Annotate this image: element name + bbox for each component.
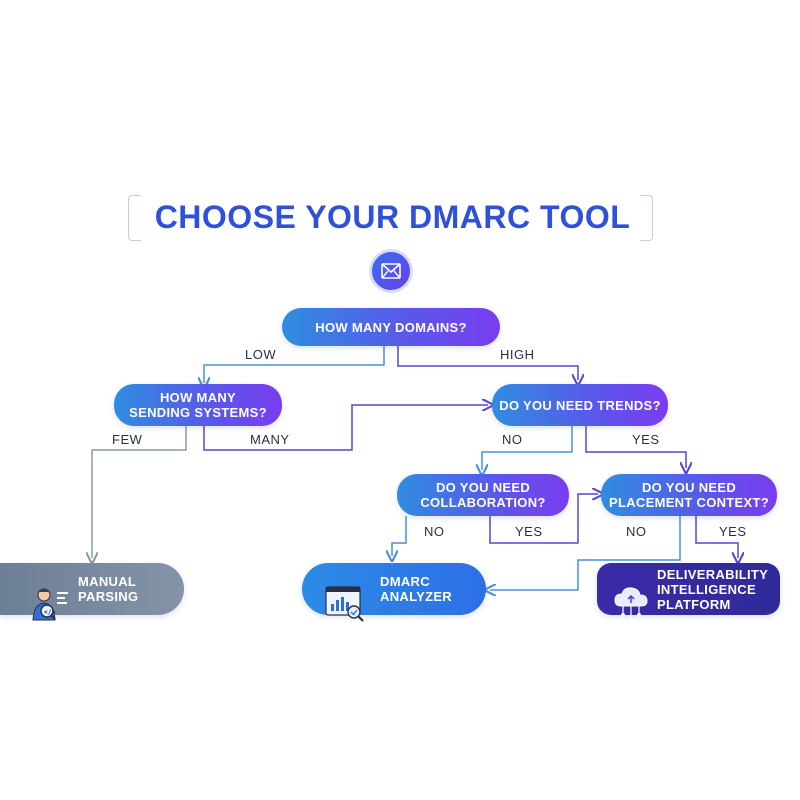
edge-label-trends-no: NO [502, 432, 523, 447]
result-label: DELIVERABILITY INTELLIGENCE PLATFORM [657, 566, 769, 612]
result-label: MANUAL PARSING [78, 574, 139, 604]
edge-low [204, 346, 385, 383]
edge-label-many: MANY [250, 432, 290, 447]
node-need-collaboration: DO YOU NEED COLLABORATION? [397, 474, 569, 516]
edge-few [92, 426, 187, 558]
title-frame-right [640, 195, 653, 241]
edge-high [397, 346, 578, 380]
edge-label-high: HIGH [500, 347, 535, 362]
edge-label-placement-no: NO [626, 524, 647, 539]
edge-label-few: FEW [112, 432, 143, 447]
node-need-trends: DO YOU NEED TRENDS? [492, 384, 668, 426]
result-dmarc-analyzer: DMARC ANALYZER [302, 563, 486, 622]
node-label: HOW MANY DOMAINS? [315, 319, 467, 335]
edge-collab-yes [489, 494, 598, 544]
node-label: DO YOU NEED TRENDS? [499, 397, 661, 413]
edge-placement-yes [695, 516, 738, 558]
page-title: CHOOSE YOUR DMARC TOOL [154, 199, 631, 235]
edge-label-collab-yes: YES [515, 524, 543, 539]
title-frame-left [128, 195, 141, 241]
node-how-many-domains: HOW MANY DOMAINS? [282, 308, 500, 346]
result-manual-parsing: </> MANUAL PARSING [0, 563, 184, 621]
cloud-network-icon [611, 569, 651, 627]
edge-trends-yes [585, 426, 686, 468]
edge-trends-no [482, 426, 573, 470]
node-label: DO YOU NEED COLLABORATION? [420, 480, 546, 510]
chart-report-icon [324, 570, 366, 626]
result-label: DMARC ANALYZER [380, 574, 452, 604]
edge-label-collab-no: NO [424, 524, 445, 539]
edge-placement-no [490, 516, 681, 590]
result-deliverability-platform: DELIVERABILITY INTELLIGENCE PLATFORM [597, 563, 780, 621]
person-magnifier-icon: </> [30, 571, 70, 625]
node-label: DO YOU NEED PLACEMENT CONTEXT? [609, 480, 769, 510]
mail-envelope-icon [369, 249, 413, 293]
edge-collab-no [392, 516, 407, 556]
node-sending-systems: HOW MANY SENDING SYSTEMS? [114, 384, 282, 426]
node-need-placement-context: DO YOU NEED PLACEMENT CONTEXT? [601, 474, 777, 516]
edge-label-trends-yes: YES [632, 432, 660, 447]
edge-label-low: LOW [245, 347, 277, 362]
edge-label-placement-yes: YES [719, 524, 747, 539]
svg-text:</>: </> [44, 609, 56, 616]
edge-many [203, 405, 488, 451]
node-label: HOW MANY SENDING SYSTEMS? [129, 390, 267, 420]
